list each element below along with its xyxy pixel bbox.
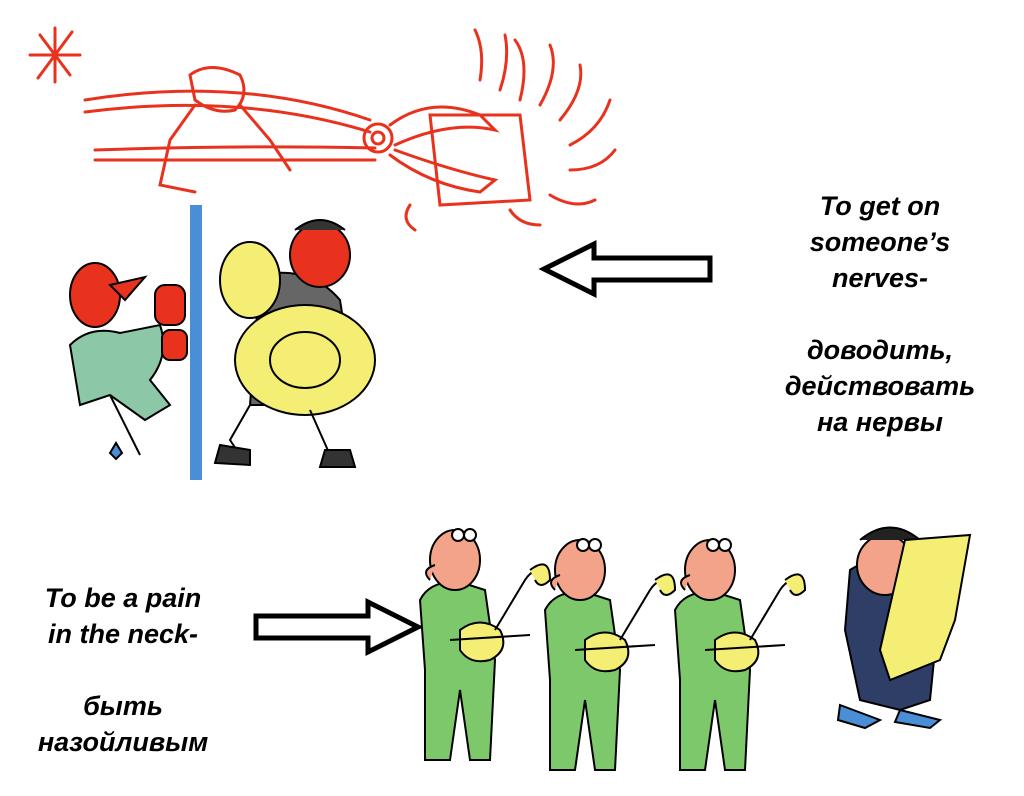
- right-arrow-icon: [253, 597, 424, 657]
- idiom-1-english: To get on someone’s nerves-: [809, 191, 951, 293]
- wall-neighbors-illustration: [68, 205, 376, 480]
- idiom-2-russian: быть назойливым: [37, 691, 209, 757]
- idiom-1-russian: доводить, действовать на нервы: [784, 335, 976, 437]
- idiom-2-caption: To be a pain in the neck- быть назойливы…: [0, 544, 246, 796]
- left-arrow-icon: [538, 239, 713, 299]
- idiom-2-english: To be a pain in the neck-: [44, 583, 202, 649]
- violinists-illustration: [419, 526, 972, 771]
- hot-pliers-illustration: [28, 26, 617, 232]
- idiom-1-caption: To get on someone’s nerves- доводить, де…: [745, 152, 1015, 476]
